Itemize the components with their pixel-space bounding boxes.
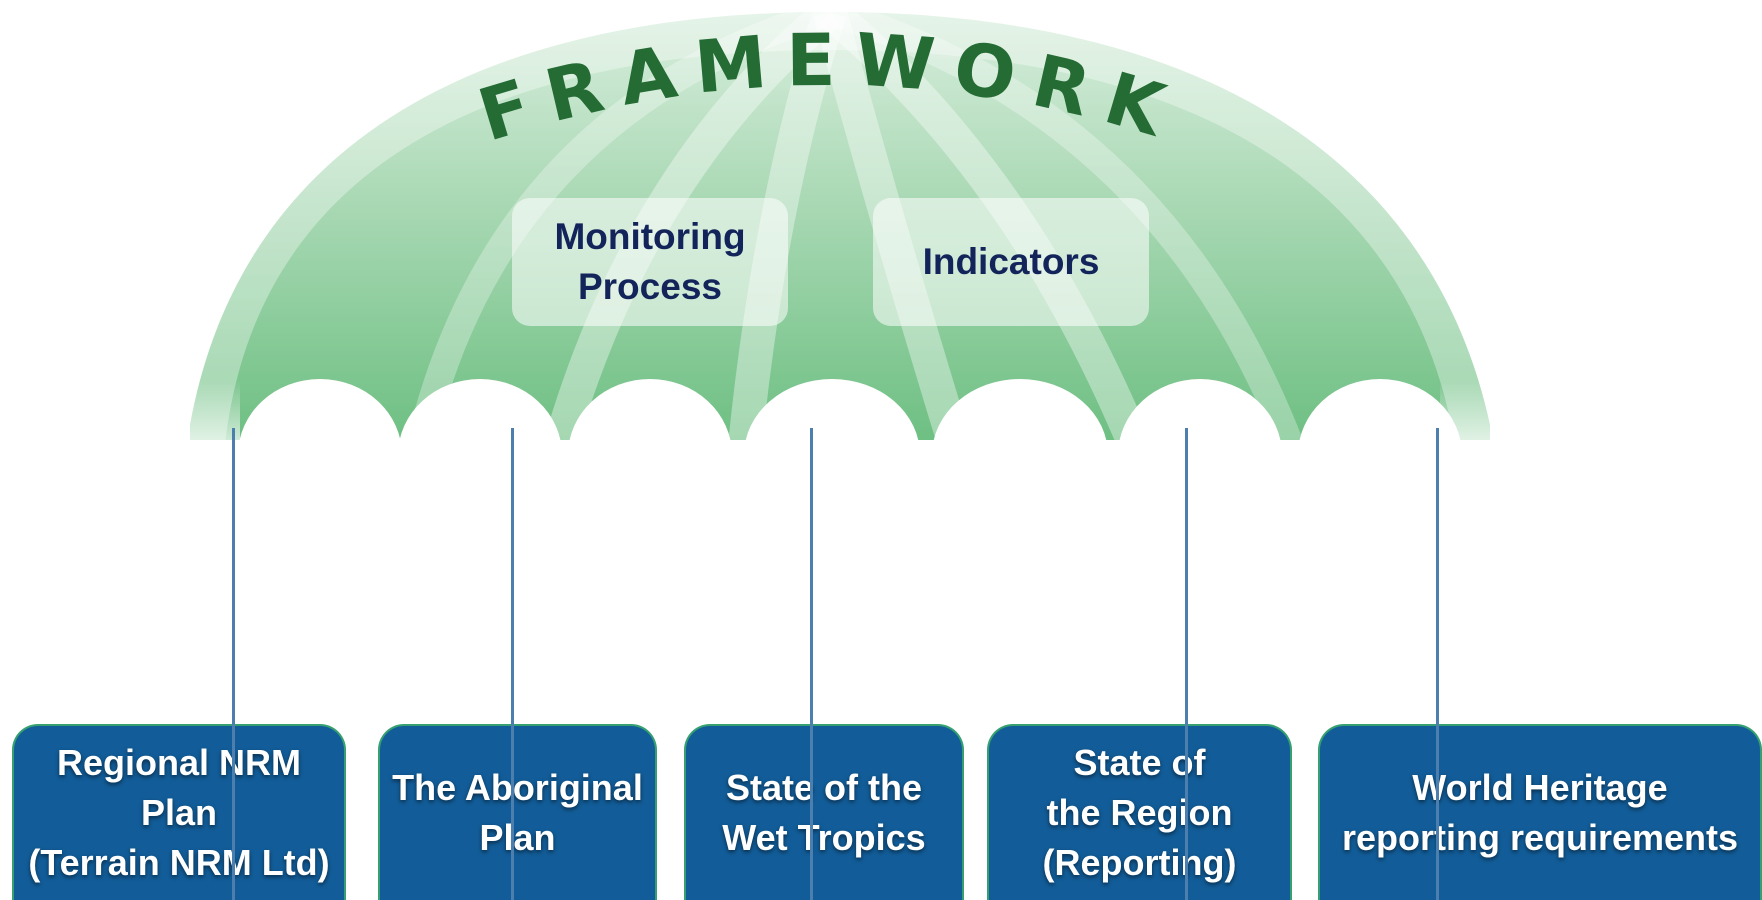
- canopy-dome: [190, 12, 1490, 445]
- world-heritage-box: World Heritage reporting requirements: [1318, 724, 1762, 900]
- indicators-pane: Indicators: [873, 198, 1149, 326]
- state-of-region-box: State of the Region (Reporting): [987, 724, 1292, 900]
- regional-nrm-plan-box: Regional NRM Plan (Terrain NRM Ltd): [12, 724, 346, 900]
- canopy-scallops: [150, 379, 1530, 460]
- aboriginal-plan-box: The Aboriginal Plan: [378, 724, 657, 900]
- monitoring-process-pane: Monitoring Process: [512, 198, 788, 326]
- state-of-wet-tropics-box: State of the Wet Tropics: [684, 724, 964, 900]
